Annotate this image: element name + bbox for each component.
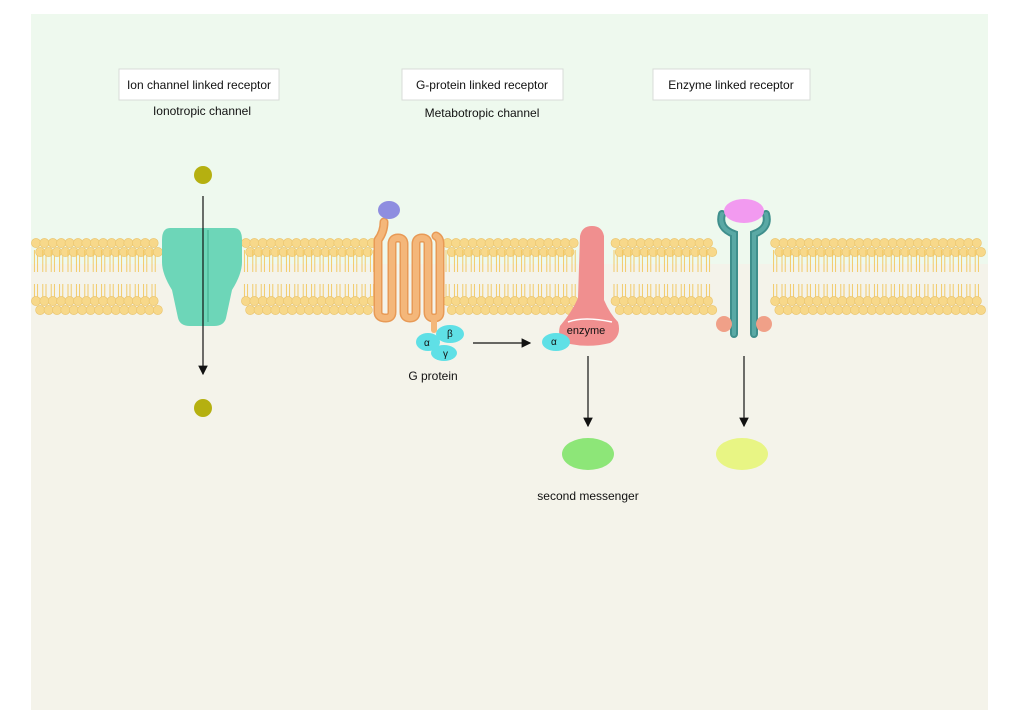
enzyme-receptor-product bbox=[716, 438, 768, 470]
ion-channel-title-box: Ion channel linked receptor bbox=[118, 68, 280, 101]
enzyme-effector: enzyme α bbox=[542, 226, 619, 351]
enzyme-label: enzyme bbox=[567, 325, 606, 337]
g-protein-beta bbox=[436, 325, 464, 343]
g-protein-subtitle: Metabotropic channel bbox=[425, 106, 540, 120]
g-protein-label: G protein bbox=[408, 369, 457, 383]
label-beta: β bbox=[447, 329, 453, 340]
gpcr-receptor bbox=[373, 201, 445, 333]
intracellular-region bbox=[31, 264, 988, 710]
second-messenger-label: second messenger bbox=[537, 489, 638, 503]
second-messenger bbox=[562, 438, 614, 470]
enzyme-receptor-ligand bbox=[724, 199, 764, 223]
ion-channel-left-subunit bbox=[162, 228, 208, 326]
g-protein-alpha-active bbox=[542, 333, 570, 351]
enzyme-linked-receptor bbox=[716, 199, 772, 338]
label-alpha-active: α bbox=[551, 337, 557, 348]
g-protein-title-box: G-protein linked receptor bbox=[401, 68, 564, 101]
label-alpha: α bbox=[424, 338, 430, 349]
ion-channel-title: Ion channel linked receptor bbox=[127, 78, 271, 92]
g-protein-alpha bbox=[416, 333, 440, 351]
ion-channel-subtitle: Ionotropic channel bbox=[153, 104, 251, 118]
ion-channel-right-subunit bbox=[208, 228, 242, 326]
g-protein-complex: α β γ bbox=[416, 325, 464, 361]
enzyme-title: Enzyme linked receptor bbox=[668, 78, 793, 92]
ion-intracellular bbox=[194, 399, 212, 417]
enzyme-body bbox=[559, 226, 619, 346]
ion-channel-receptor bbox=[162, 166, 242, 417]
kinase-domain-right bbox=[756, 316, 772, 332]
enzyme-title-box: Enzyme linked receptor bbox=[652, 68, 811, 101]
lipid-bilayer bbox=[31, 238, 986, 315]
label-gamma: γ bbox=[443, 349, 448, 360]
kinase-domain-left bbox=[716, 316, 732, 332]
gpcr-ligand bbox=[378, 201, 400, 219]
g-protein-title: G-protein linked receptor bbox=[416, 78, 548, 92]
g-protein-gamma bbox=[431, 345, 457, 361]
ion-extracellular bbox=[194, 166, 212, 184]
extracellular-region bbox=[31, 14, 988, 264]
